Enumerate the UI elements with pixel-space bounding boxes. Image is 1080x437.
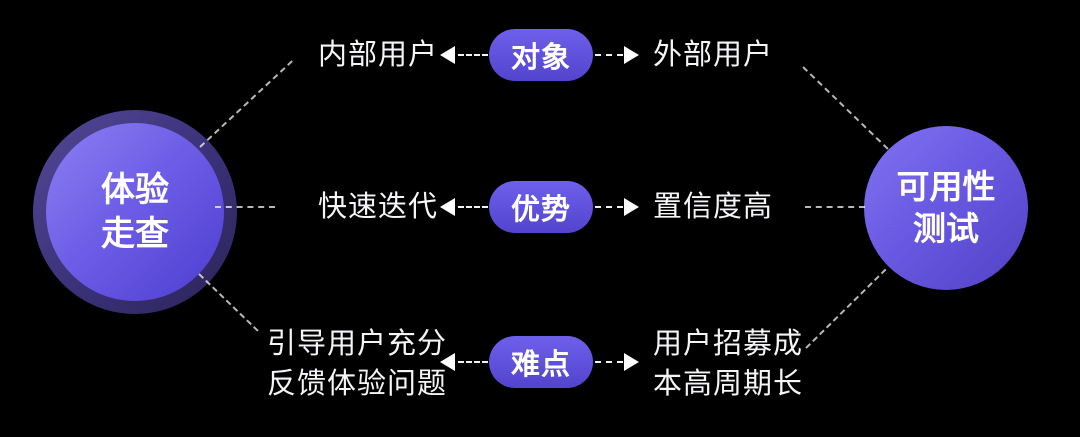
left-node-ring: 体验 走查 (33, 110, 237, 314)
right-node-label: 可用性 测试 (897, 166, 996, 250)
left-node-label: 体验 走查 (101, 168, 169, 256)
arrow-dash (595, 206, 623, 208)
arrow-right-icon (624, 46, 639, 64)
arrow-dash (458, 206, 488, 208)
connector-right-top (802, 66, 889, 150)
arrow-right-icon (624, 353, 639, 371)
row-difficulty-left-line2: 反馈体验问题 (266, 368, 447, 400)
arrow-right-icon (624, 198, 639, 216)
category-pill-advantage: 优势 (489, 181, 593, 233)
left-node-label-line1: 体验 (101, 171, 169, 209)
left-node-circle: 体验 走查 (46, 123, 224, 301)
arrow-left-icon (440, 353, 455, 371)
row-difficulty-left-label: 引导用户充分 反馈体验问题 (257, 324, 457, 404)
connector-left-top (199, 60, 293, 148)
arrow-left-icon (440, 46, 455, 64)
connector-right-bottom (805, 268, 887, 349)
row-advantage-left-label: 快速迭代 (318, 191, 439, 223)
arrow-dash (595, 361, 623, 363)
right-node-label-line1: 可用性 (896, 168, 996, 205)
arrow-dash (595, 54, 623, 56)
left-node-label-line2: 走查 (101, 215, 169, 253)
arrow-dash (458, 54, 488, 56)
category-pill-difficulty: 难点 (489, 336, 593, 388)
connector-right-middle (805, 206, 865, 208)
row-difficulty-left-line1: 引导用户充分 (266, 328, 447, 360)
arrow-left-icon (440, 198, 455, 216)
row-object-left-label: 内部用户 (318, 39, 439, 71)
arrow-dash (458, 361, 488, 363)
row-difficulty-right-line1: 用户招募成 (653, 328, 804, 360)
row-advantage-right-label: 置信度高 (653, 191, 774, 223)
row-difficulty-right-line2: 本高周期长 (653, 368, 804, 400)
connector-left-bottom (198, 273, 259, 332)
row-difficulty-right-label: 用户招募成 本高周期长 (653, 324, 803, 404)
category-pill-object: 对象 (489, 29, 593, 81)
row-object-right-label: 外部用户 (653, 39, 774, 71)
connector-left-middle (215, 206, 275, 208)
right-node-circle: 可用性 测试 (864, 126, 1028, 290)
right-node-label-line2: 测试 (913, 210, 979, 247)
